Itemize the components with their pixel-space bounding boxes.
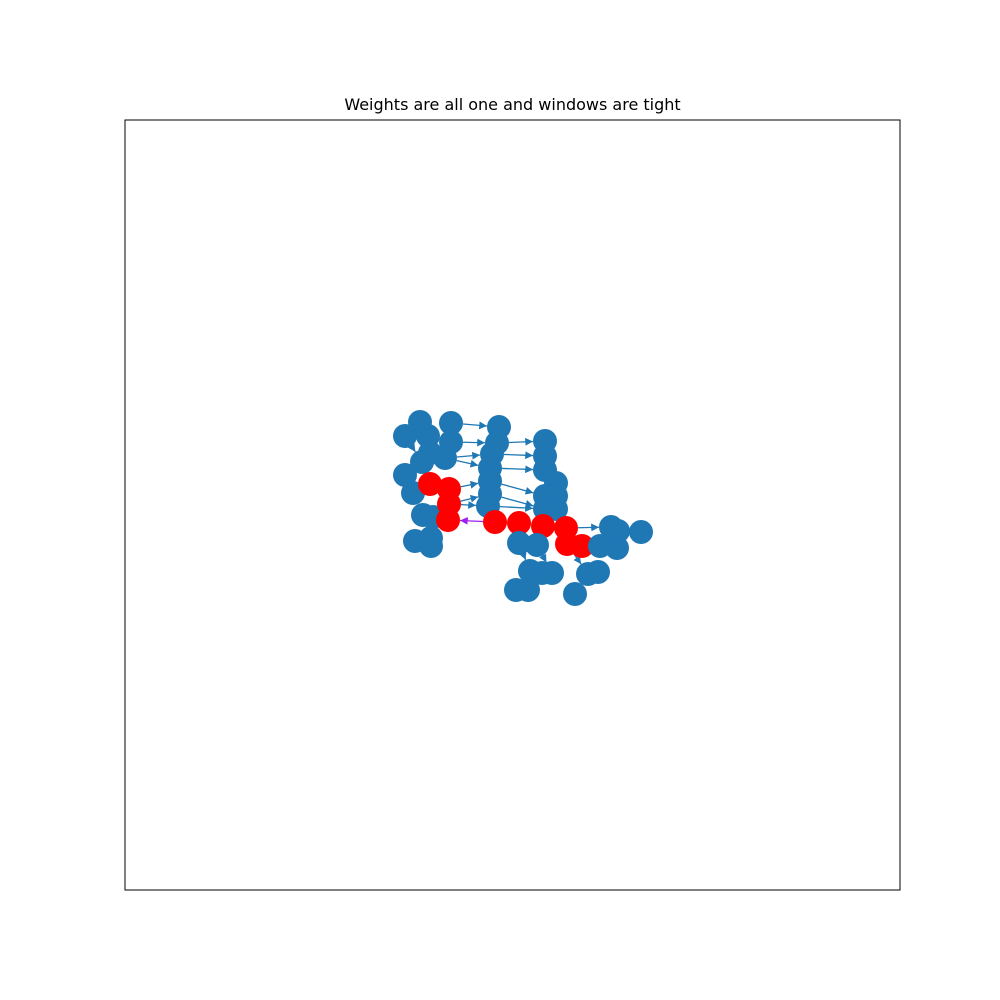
graph-node bbox=[433, 446, 457, 470]
graph-edge bbox=[460, 501, 477, 509]
graph-node bbox=[393, 424, 417, 448]
highlighted-node bbox=[570, 534, 594, 558]
graph-node bbox=[606, 519, 630, 543]
graph-edge bbox=[503, 451, 534, 460]
graph-node bbox=[507, 531, 531, 555]
highlighted-node bbox=[436, 508, 460, 532]
graph-edge bbox=[462, 421, 488, 430]
graph-edge bbox=[407, 443, 416, 453]
graph-edge bbox=[460, 480, 479, 489]
graph-node bbox=[410, 450, 434, 474]
highlighted-node bbox=[418, 472, 442, 496]
graph-node bbox=[393, 463, 417, 487]
graph-node bbox=[629, 520, 653, 544]
graph-node bbox=[439, 411, 463, 435]
graph-edge bbox=[501, 483, 534, 495]
highlighted-node bbox=[531, 514, 555, 538]
graph-edge bbox=[456, 451, 481, 460]
node-layer bbox=[393, 410, 653, 606]
graph-edge bbox=[539, 553, 547, 563]
highlighted-node bbox=[483, 510, 507, 534]
graph-edge bbox=[501, 496, 534, 508]
highlighted-edge bbox=[459, 516, 484, 525]
graph-edge bbox=[499, 504, 534, 512]
graph-edge bbox=[508, 437, 534, 446]
graph-edge bbox=[501, 465, 534, 474]
edge-layer bbox=[407, 421, 600, 593]
graph-node bbox=[419, 534, 443, 558]
graph-edge bbox=[456, 459, 479, 468]
graph-edge bbox=[519, 551, 527, 561]
highlighted-node bbox=[507, 511, 531, 535]
graph-node bbox=[516, 578, 540, 602]
graph-node bbox=[605, 536, 629, 560]
axes-frame bbox=[124, 119, 901, 891]
graph-node bbox=[525, 533, 549, 557]
graph-edge bbox=[460, 494, 479, 503]
graph-node bbox=[586, 560, 610, 584]
figure-title: Weights are all one and windows are tigh… bbox=[344, 95, 681, 114]
graph-node bbox=[540, 561, 564, 585]
graph-node bbox=[563, 582, 587, 606]
